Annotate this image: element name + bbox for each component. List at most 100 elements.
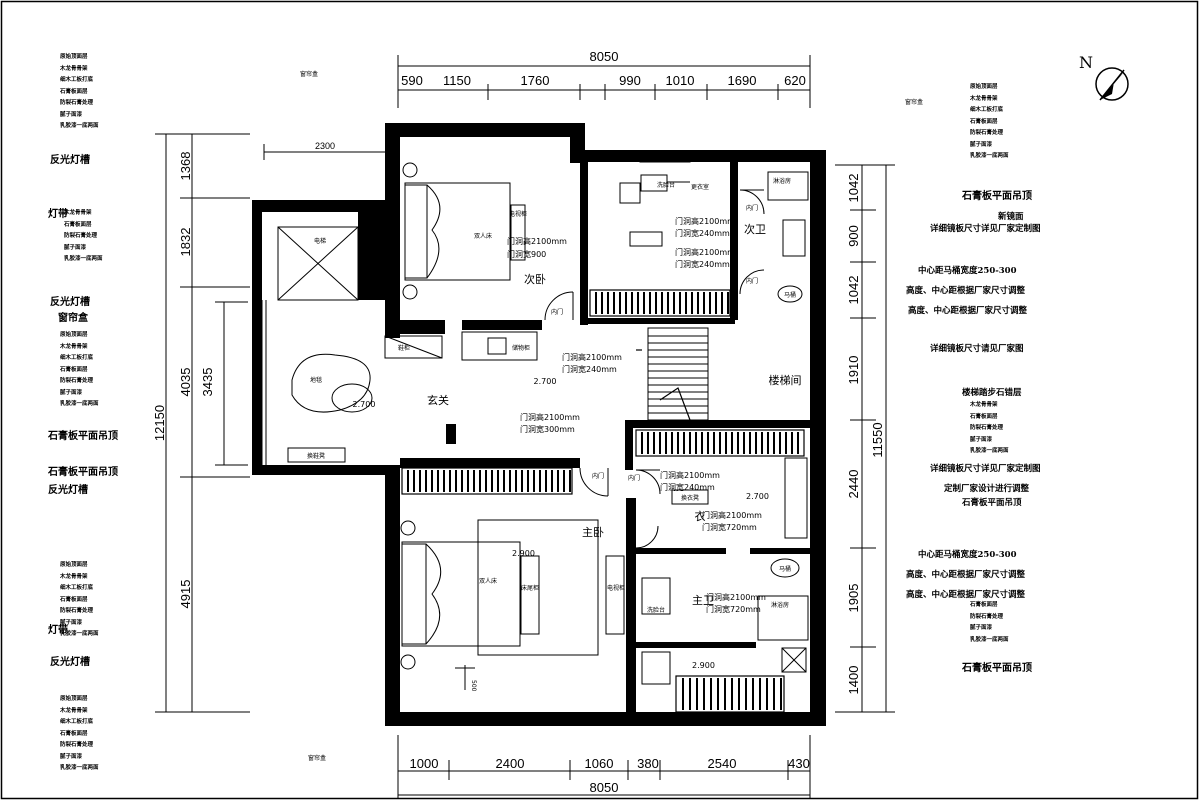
hatch-bottom — [682, 678, 782, 710]
finish-item: 石膏板面层 — [60, 88, 88, 95]
note-curtain-box: 窗帘盒 — [58, 313, 88, 324]
shoe-cabinet — [384, 331, 538, 361]
finish-list-1: 原始顶面层 木龙骨骨架 细木工板打底 石膏板面层 防裂石膏处理 腻子面漆 乳胶漆… — [60, 52, 99, 133]
bottom-dim-6: 430 — [788, 756, 810, 771]
top-dim-4: 990 — [619, 73, 641, 88]
finish-item: 木龙骨骨架 — [60, 343, 88, 350]
cloak-door-w1: 门洞宽240mm — [675, 228, 730, 238]
note-reflective-1: 反光灯槽 — [50, 155, 90, 166]
finish-list-4: 原始顶面层 木龙骨骨架 细木工板打底 石膏板面层 防裂石膏处理 腻子面漆 乳胶漆… — [60, 560, 99, 641]
master-toilet-label: 马桶 — [779, 565, 791, 573]
secondary-bedroom-label: 次卧 — [524, 272, 546, 286]
finish-item: 腻子面漆 — [60, 111, 83, 118]
finish-item: 防裂石膏处理 — [60, 608, 94, 614]
bottom-dim-2: 2400 — [496, 756, 525, 771]
finish-item: 细木工板打底 — [970, 107, 1004, 113]
note-gypsum-r2: 石膏板平面吊顶 — [962, 498, 1022, 508]
height-hall: 2.700 — [534, 377, 557, 386]
note-toilet-center: 中心距马桶宽度250-300 — [918, 266, 1017, 276]
note-height-adjust-2: 高度、中心距根据厂家尺寸调整 — [908, 306, 1028, 316]
curtain-note-3: 窗帘盒 — [308, 754, 326, 762]
master-bath-fixtures — [641, 558, 809, 685]
finish-item: 石膏板面层 — [60, 730, 88, 737]
hatch-top — [595, 292, 729, 314]
sec-inner-door-2: 内门 — [746, 277, 758, 285]
finish-item: 石膏板面层 — [64, 221, 92, 228]
right-dim-4: 1910 — [846, 356, 861, 385]
note-light-strip-2: 灯带 — [48, 625, 68, 636]
staircase-steps — [647, 327, 709, 421]
right-dim-7: 1400 — [846, 666, 861, 695]
secondary-bath-label: 次卫 — [744, 222, 766, 236]
elevator-label: 电梯 — [314, 237, 326, 245]
finish-list-r1: 原始顶面层 木龙骨骨架 细木工板打底 石膏板面层 防裂石膏处理 腻子面漆 乳胶漆… — [970, 82, 1009, 163]
bottom-dimension — [397, 735, 811, 798]
master-door-label: 内门 — [592, 472, 604, 480]
right-total-dim: 11550 — [870, 422, 885, 457]
finish-item: 腻子面漆 — [60, 753, 83, 760]
finish-list-3: 原始顶面层 木龙骨骨架 细木工板打底 石膏板面层 防裂石膏处理 腻子面漆 乳胶漆… — [60, 330, 99, 411]
wardrobe-label: 衣 — [695, 509, 706, 523]
secondary-bath-fixtures — [739, 171, 809, 303]
top-width-dim: 2300 — [315, 141, 335, 151]
bath-door-w: 门洞宽720mm — [706, 604, 761, 614]
note-light-strip-1: 灯带 — [48, 209, 68, 220]
master-shower-label: 淋浴房 — [771, 601, 789, 609]
cloak-door-h2: 门洞高2100mm — [675, 247, 735, 257]
rug-label: 地毯 — [310, 376, 322, 384]
cloak-door-w: 门洞宽240mm — [660, 482, 715, 492]
finish-item: 乳胶漆一底两面 — [60, 631, 99, 637]
left-dimension — [155, 133, 385, 713]
finish-item: 原始顶面层 — [970, 84, 998, 90]
finish-list-5: 原始顶面层 木龙骨骨架 细木工板打底 石膏板面层 防裂石膏处理 腻子面漆 乳胶漆… — [60, 694, 99, 775]
finish-item: 石膏板面层 — [60, 596, 88, 603]
finish-item: 木龙骨骨架 — [970, 402, 998, 408]
foyer-label: 玄关 — [427, 393, 449, 407]
finish-item: 木龙骨骨架 — [64, 210, 92, 216]
finish-item: 石膏板面层 — [970, 413, 998, 420]
secondary-bed — [402, 162, 526, 300]
finish-item: 细木工板打底 — [60, 355, 94, 361]
height-cloak: 2.700 — [746, 492, 769, 501]
finish-item: 腻子面漆 — [970, 141, 993, 148]
finish-item: 细木工板打底 — [60, 719, 94, 725]
top-dim-5: 1010 — [666, 73, 695, 88]
note-gypsum-2: 石膏板平面吊顶 — [48, 467, 118, 478]
height-master: 2.900 — [512, 549, 535, 558]
finish-item: 腻子面漆 — [60, 619, 83, 626]
finish-item: 防裂石膏处理 — [60, 378, 94, 384]
master-doors — [579, 467, 661, 549]
staircase-label: 楼梯间 — [769, 373, 802, 387]
note-new-mirror: 新镜面 — [998, 212, 1024, 222]
cloak-door-h1: 门洞高2100mm — [675, 216, 735, 226]
finish-item: 细木工板打底 — [60, 585, 94, 591]
master-bedroom-label: 主卧 — [582, 526, 604, 539]
finish-item: 乳胶漆一底两面 — [64, 256, 103, 262]
master-basin-label: 洗脸台 — [647, 606, 665, 614]
left-dim-1: 1368 — [178, 152, 193, 181]
bottom-wardrobe — [675, 675, 785, 713]
sec-shower-label: 淋浴房 — [773, 177, 791, 185]
note-reflective-4: 反光灯槽 — [50, 657, 90, 668]
cloak-door-h: 门洞高2100mm — [660, 470, 720, 480]
left-total-dim: 12150 — [152, 405, 167, 441]
bottom-dim-1: 1000 — [410, 756, 439, 771]
finish-item: 原始顶面层 — [60, 54, 88, 60]
finish-item: 乳胶漆一底两面 — [970, 448, 1009, 454]
cloak-door-label: 内门 — [628, 474, 640, 482]
finish-item: 乳胶漆一底两面 — [60, 401, 99, 407]
right-dim-5: 2440 — [846, 470, 861, 499]
finish-item: 石膏板面层 — [60, 366, 88, 373]
left-dim-4: 4915 — [178, 580, 193, 609]
left-dim-3: 4035 — [178, 368, 193, 397]
finish-list-r2: 木龙骨骨架 石膏板面层 防裂石膏处理 腻子面漆 乳胶漆一底两面 — [970, 400, 1009, 458]
height-bath: 2.900 — [692, 661, 715, 670]
storage-label: 储物柜 — [512, 344, 530, 352]
top-dim-2: 1150 — [443, 73, 471, 88]
stair-arrow — [636, 349, 691, 421]
north-arrow-icon — [1095, 67, 1129, 101]
cloak-door2-w: 门洞宽720mm — [702, 522, 757, 532]
finish-item: 乳胶漆一底两面 — [970, 153, 1009, 159]
finish-item: 木龙骨骨架 — [970, 95, 998, 102]
